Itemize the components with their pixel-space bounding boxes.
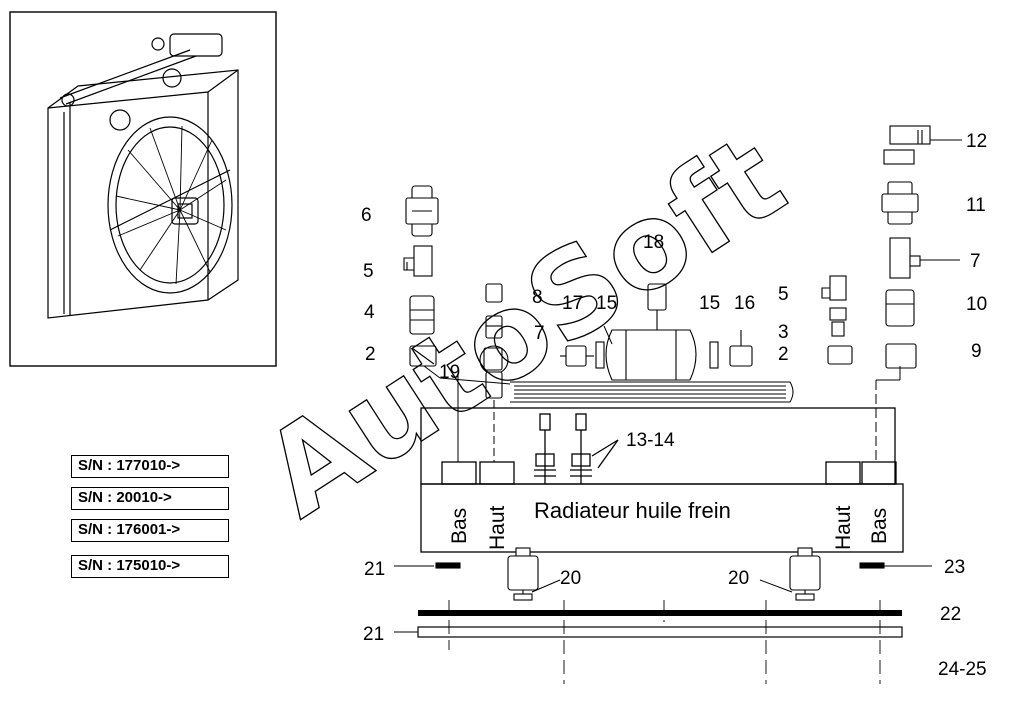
callout-labels: 6 5 4 2 19 8 7 17 15 18 15 16 5 3 2 12 1… — [361, 131, 987, 680]
watermark: AutoSoft — [240, 108, 807, 543]
callout-7: 7 — [534, 323, 545, 344]
callout-2b: 2 — [778, 344, 789, 365]
right-haut-label: Haut — [832, 505, 855, 550]
callout-15a: 15 — [596, 293, 617, 314]
callout-11: 11 — [966, 195, 986, 216]
serial-box-3: S/N : 176001-> — [71, 519, 229, 542]
callout-leaders — [603, 139, 962, 345]
callout-20b: 20 — [728, 568, 749, 589]
callout-23: 23 — [944, 557, 965, 578]
hose-bundle — [423, 365, 794, 403]
right-small-fittings — [821, 275, 853, 365]
callout-5: 5 — [363, 261, 374, 282]
radiator-fan-thumbnail — [9, 11, 277, 367]
right-fittings — [881, 125, 931, 369]
callout-6: 6 — [361, 205, 372, 226]
callout-5b: 5 — [778, 284, 789, 305]
callout-17: 17 — [562, 293, 583, 314]
callout-24-25: 24-25 — [938, 659, 987, 680]
callout-13-14: 13-14 — [626, 430, 675, 451]
serial-box-4: S/N : 175010-> — [71, 555, 229, 578]
callout-21a: 21 — [364, 559, 385, 580]
callout-8: 8 — [532, 287, 543, 308]
callout-22: 22 — [940, 604, 961, 625]
callout-2: 2 — [365, 344, 376, 365]
callout-16: 16 — [734, 293, 755, 314]
callout-20a: 20 — [560, 568, 581, 589]
mounts — [394, 547, 932, 601]
callout-10: 10 — [966, 294, 987, 315]
callout-9: 9 — [971, 341, 982, 362]
left-bas-label: Bas — [448, 508, 471, 544]
panel-title: Radiateur huile frein — [534, 498, 731, 523]
callout-19: 19 — [439, 362, 460, 383]
callout-21b: 21 — [363, 624, 384, 645]
callout-12: 12 — [966, 131, 987, 152]
serial-box-2: S/N : 20010-> — [71, 487, 229, 510]
right-bas-label: Bas — [868, 508, 891, 544]
bottom-bars — [394, 600, 903, 684]
callout-7b: 7 — [970, 251, 981, 272]
serial-box-1: S/N : 177010-> — [71, 455, 229, 478]
callout-3: 3 — [778, 322, 789, 343]
middle-fittings — [479, 283, 753, 399]
left-fittings — [403, 185, 439, 367]
radiator-panel — [420, 366, 904, 553]
callout-18: 18 — [643, 232, 664, 253]
left-haut-label: Haut — [486, 505, 509, 550]
callout-4: 4 — [364, 302, 375, 323]
callout-15b: 15 — [699, 293, 720, 314]
